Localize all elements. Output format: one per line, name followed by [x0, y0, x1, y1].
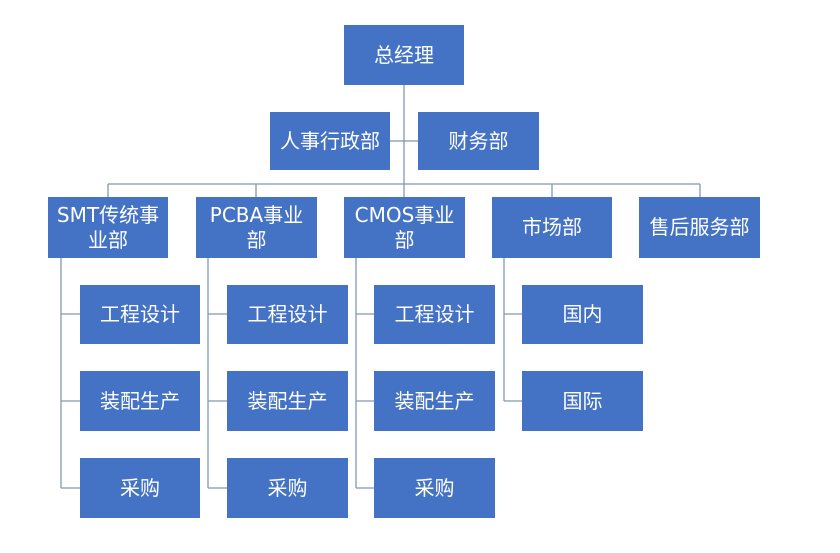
node-cmos-engineering: 工程设计: [374, 285, 495, 344]
node-label: 财务部: [448, 128, 509, 153]
node-label-line: 业部: [87, 227, 128, 252]
node-finance: 财务部: [418, 112, 539, 170]
node-label: 市场部: [522, 215, 582, 240]
node-label-line: 市场部: [522, 215, 582, 239]
node-cmos-assembly: 装配生产: [374, 371, 495, 431]
node-smt-purchasing: 采购: [80, 458, 200, 518]
node-label: 采购: [414, 475, 455, 500]
node-marketing: 市场部: [492, 197, 612, 258]
node-label-line: 部: [246, 227, 267, 252]
node-marketing-international: 国际: [522, 371, 643, 431]
node-label: CMOS事业 部: [355, 203, 455, 253]
node-label: 装配生产: [247, 388, 328, 413]
node-label-line: CMOS事业: [354, 202, 455, 227]
node-label: 国际: [562, 388, 603, 413]
node-pcba-engineering: 工程设计: [227, 285, 348, 344]
node-label-line: 部: [394, 227, 415, 252]
node-cmos-purchasing: 采购: [374, 458, 495, 518]
node-smt-division: SMT传统事 业部: [48, 197, 168, 258]
node-after-sales: 售后服务部: [639, 197, 760, 258]
node-label: 工程设计: [394, 302, 475, 326]
node-label-line: SMT传统事: [56, 202, 160, 227]
node-label: 采购: [120, 475, 160, 500]
node-hr-admin: 人事行政部: [270, 112, 390, 170]
node-general-manager: 总经理: [344, 25, 464, 85]
node-pcba-purchasing: 采购: [227, 458, 348, 518]
node-label: 总经理: [374, 42, 434, 67]
node-label: 装配生产: [394, 388, 475, 413]
node-label: 工程设计: [247, 302, 328, 326]
node-pcba-division: PCBA事业 部: [196, 197, 317, 258]
node-label: 工程设计: [100, 302, 180, 326]
node-marketing-domestic: 国内: [522, 285, 643, 344]
node-label: 采购: [267, 475, 308, 500]
node-label-line: PCBA事业: [209, 202, 304, 227]
node-label: 装配生产: [100, 388, 180, 413]
node-pcba-assembly: 装配生产: [227, 371, 348, 431]
node-label-line: 售后服务部: [649, 215, 750, 239]
node-smt-engineering: 工程设计: [80, 285, 200, 344]
node-label: PCBA事业 部: [210, 203, 303, 253]
node-label: 人事行政部: [280, 128, 380, 153]
node-label: 售后服务部: [650, 215, 750, 240]
node-label: 国内: [562, 302, 603, 326]
node-label: SMT传统事 业部: [57, 203, 159, 253]
node-cmos-division: CMOS事业 部: [344, 197, 465, 258]
node-smt-assembly: 装配生产: [80, 371, 200, 431]
